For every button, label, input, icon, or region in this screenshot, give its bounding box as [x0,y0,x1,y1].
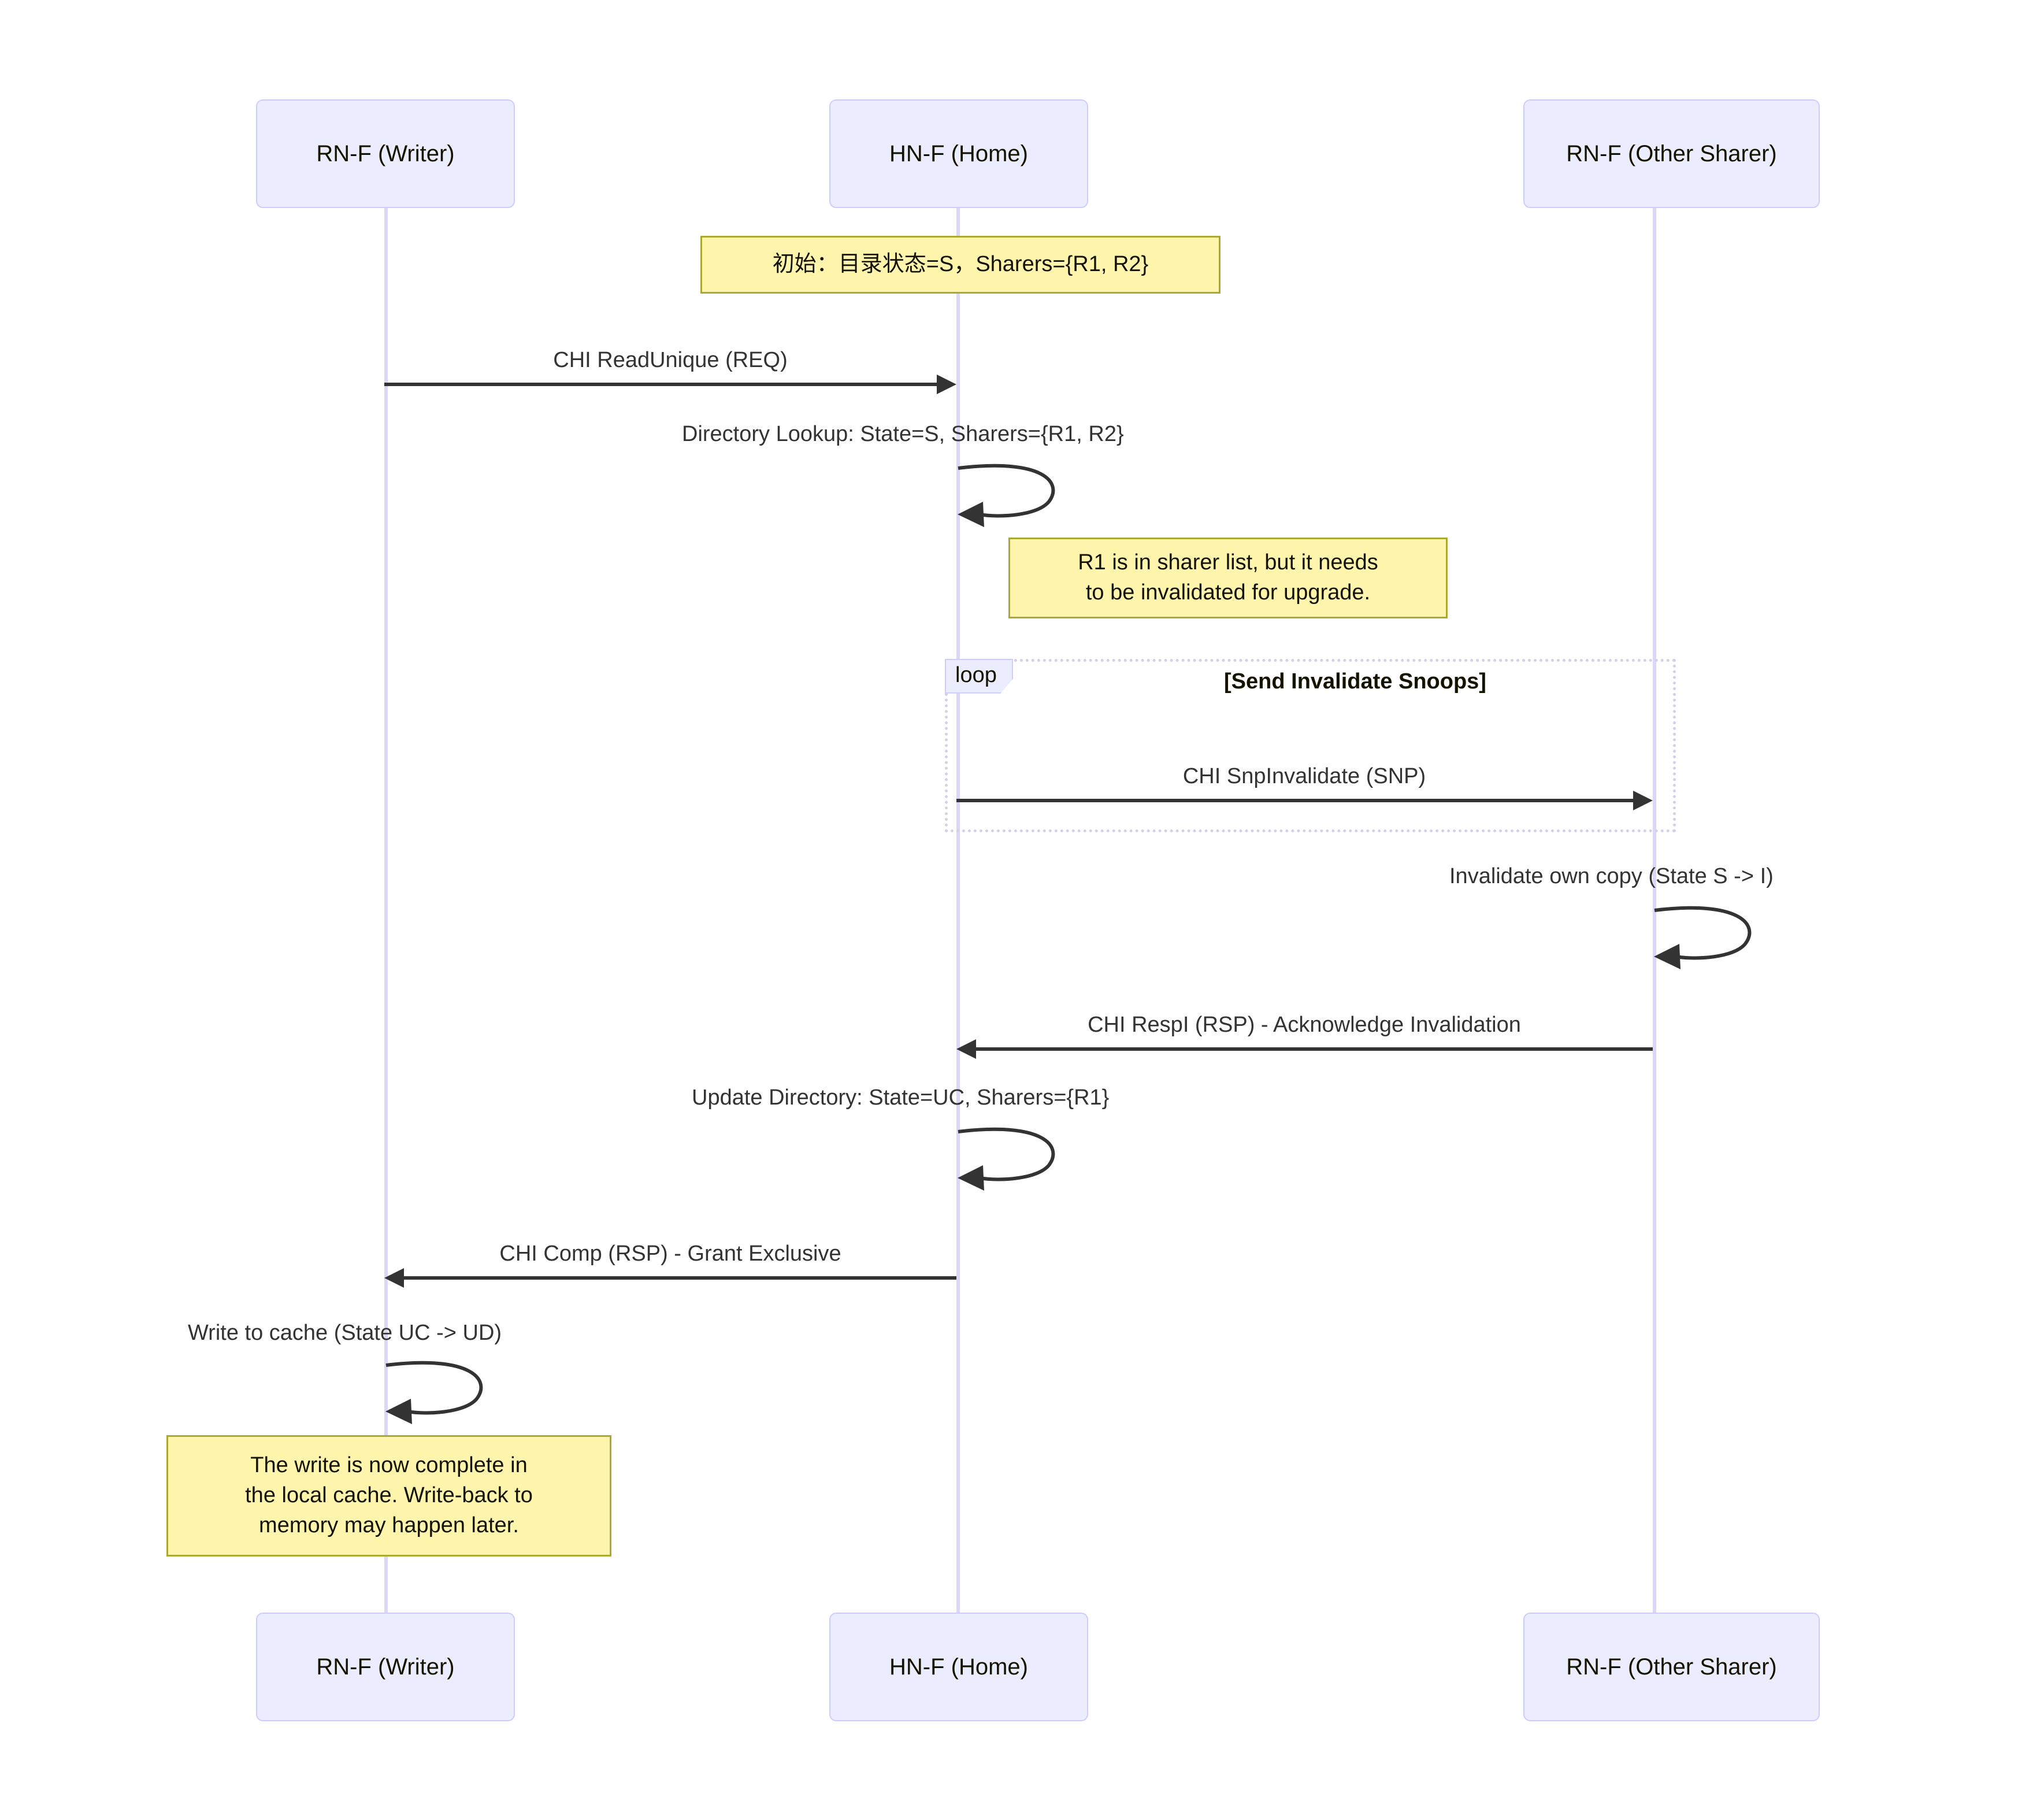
selfmessage-directory-lookup[interactable] [956,462,1072,527]
message-line [384,383,937,386]
note-write-complete: The write is now complete in the local c… [166,1435,611,1557]
message-line [976,1047,1653,1051]
loop-fragment-title: [Send Invalidate Snoops] [1224,669,1486,694]
note-complete-line3: memory may happen later. [259,1513,519,1537]
actor-box-home-bottom[interactable]: HN-F (Home) [829,1613,1088,1721]
actor-label-home-bottom: HN-F (Home) [889,1654,1028,1680]
selfmessage-label-update-directory: Update Directory: State=UC, Sharers={R1} [692,1085,1110,1110]
note-r1-line1: R1 is in sharer list, but it needs [1078,550,1378,575]
note-complete-line1: The write is now complete in [250,1453,528,1478]
note-r1-line2: to be invalidated for upgrade. [1085,580,1371,605]
selfmessage-label-invalidate-own-copy: Invalidate own copy (State S -> I) [1449,864,1774,888]
note-initial-text: 初始：目录状态=S，Sharers={R1, R2} [772,252,1149,277]
message-label: CHI RespI (RSP) - Acknowledge Invalidati… [1088,1013,1521,1037]
arrowhead-left-icon [384,1268,404,1288]
message-label: CHI Comp (RSP) - Grant Exclusive [499,1242,841,1266]
actor-label-home-top: HN-F (Home) [889,141,1028,166]
selfmessage-label-directory-lookup: Directory Lookup: State=S, Sharers={R1, … [682,422,1124,446]
note-initial-directory-state: 初始：目录状态=S，Sharers={R1, R2} [700,236,1221,294]
message-line [956,799,1633,802]
note-r1-sharer-list: R1 is in sharer list, but it needs to be… [1008,538,1448,618]
selfmessage-update-directory[interactable] [956,1126,1072,1191]
actor-label-writer-bottom: RN-F (Writer) [316,1654,455,1680]
lifeline-sharer [1653,208,1656,1624]
loop-fragment-tag[interactable]: loop [945,659,1013,694]
actor-label-sharer-bottom: RN-F (Other Sharer) [1566,1654,1777,1680]
note-complete-line2: the local cache. Write-back to [245,1483,533,1508]
selfmessage-write-to-cache[interactable] [384,1359,500,1424]
selfmessage-invalidate-own-copy[interactable] [1653,905,1768,969]
actor-box-sharer-top[interactable]: RN-F (Other Sharer) [1523,99,1820,208]
actor-box-home-top[interactable]: HN-F (Home) [829,99,1088,208]
selfmessage-label-write-to-cache: Write to cache (State UC -> UD) [188,1321,502,1345]
actor-box-writer-top[interactable]: RN-F (Writer) [256,99,515,208]
lifeline-writer [384,208,388,1624]
arrowhead-right-icon [1633,791,1653,810]
actor-label-sharer-top: RN-F (Other Sharer) [1566,141,1777,166]
lifeline-home [956,208,960,1624]
loop-keyword-label: loop [955,663,997,687]
arrowhead-left-icon [956,1039,976,1059]
message-label: CHI ReadUnique (REQ) [553,348,788,372]
arrowhead-right-icon [937,375,956,394]
actor-label-writer-top: RN-F (Writer) [316,141,455,166]
loop-fragment-box [945,659,1676,832]
actor-box-sharer-bottom[interactable]: RN-F (Other Sharer) [1523,1613,1820,1721]
actor-box-writer-bottom[interactable]: RN-F (Writer) [256,1613,515,1721]
message-line [404,1276,956,1280]
message-label: CHI SnpInvalidate (SNP) [1182,764,1426,788]
